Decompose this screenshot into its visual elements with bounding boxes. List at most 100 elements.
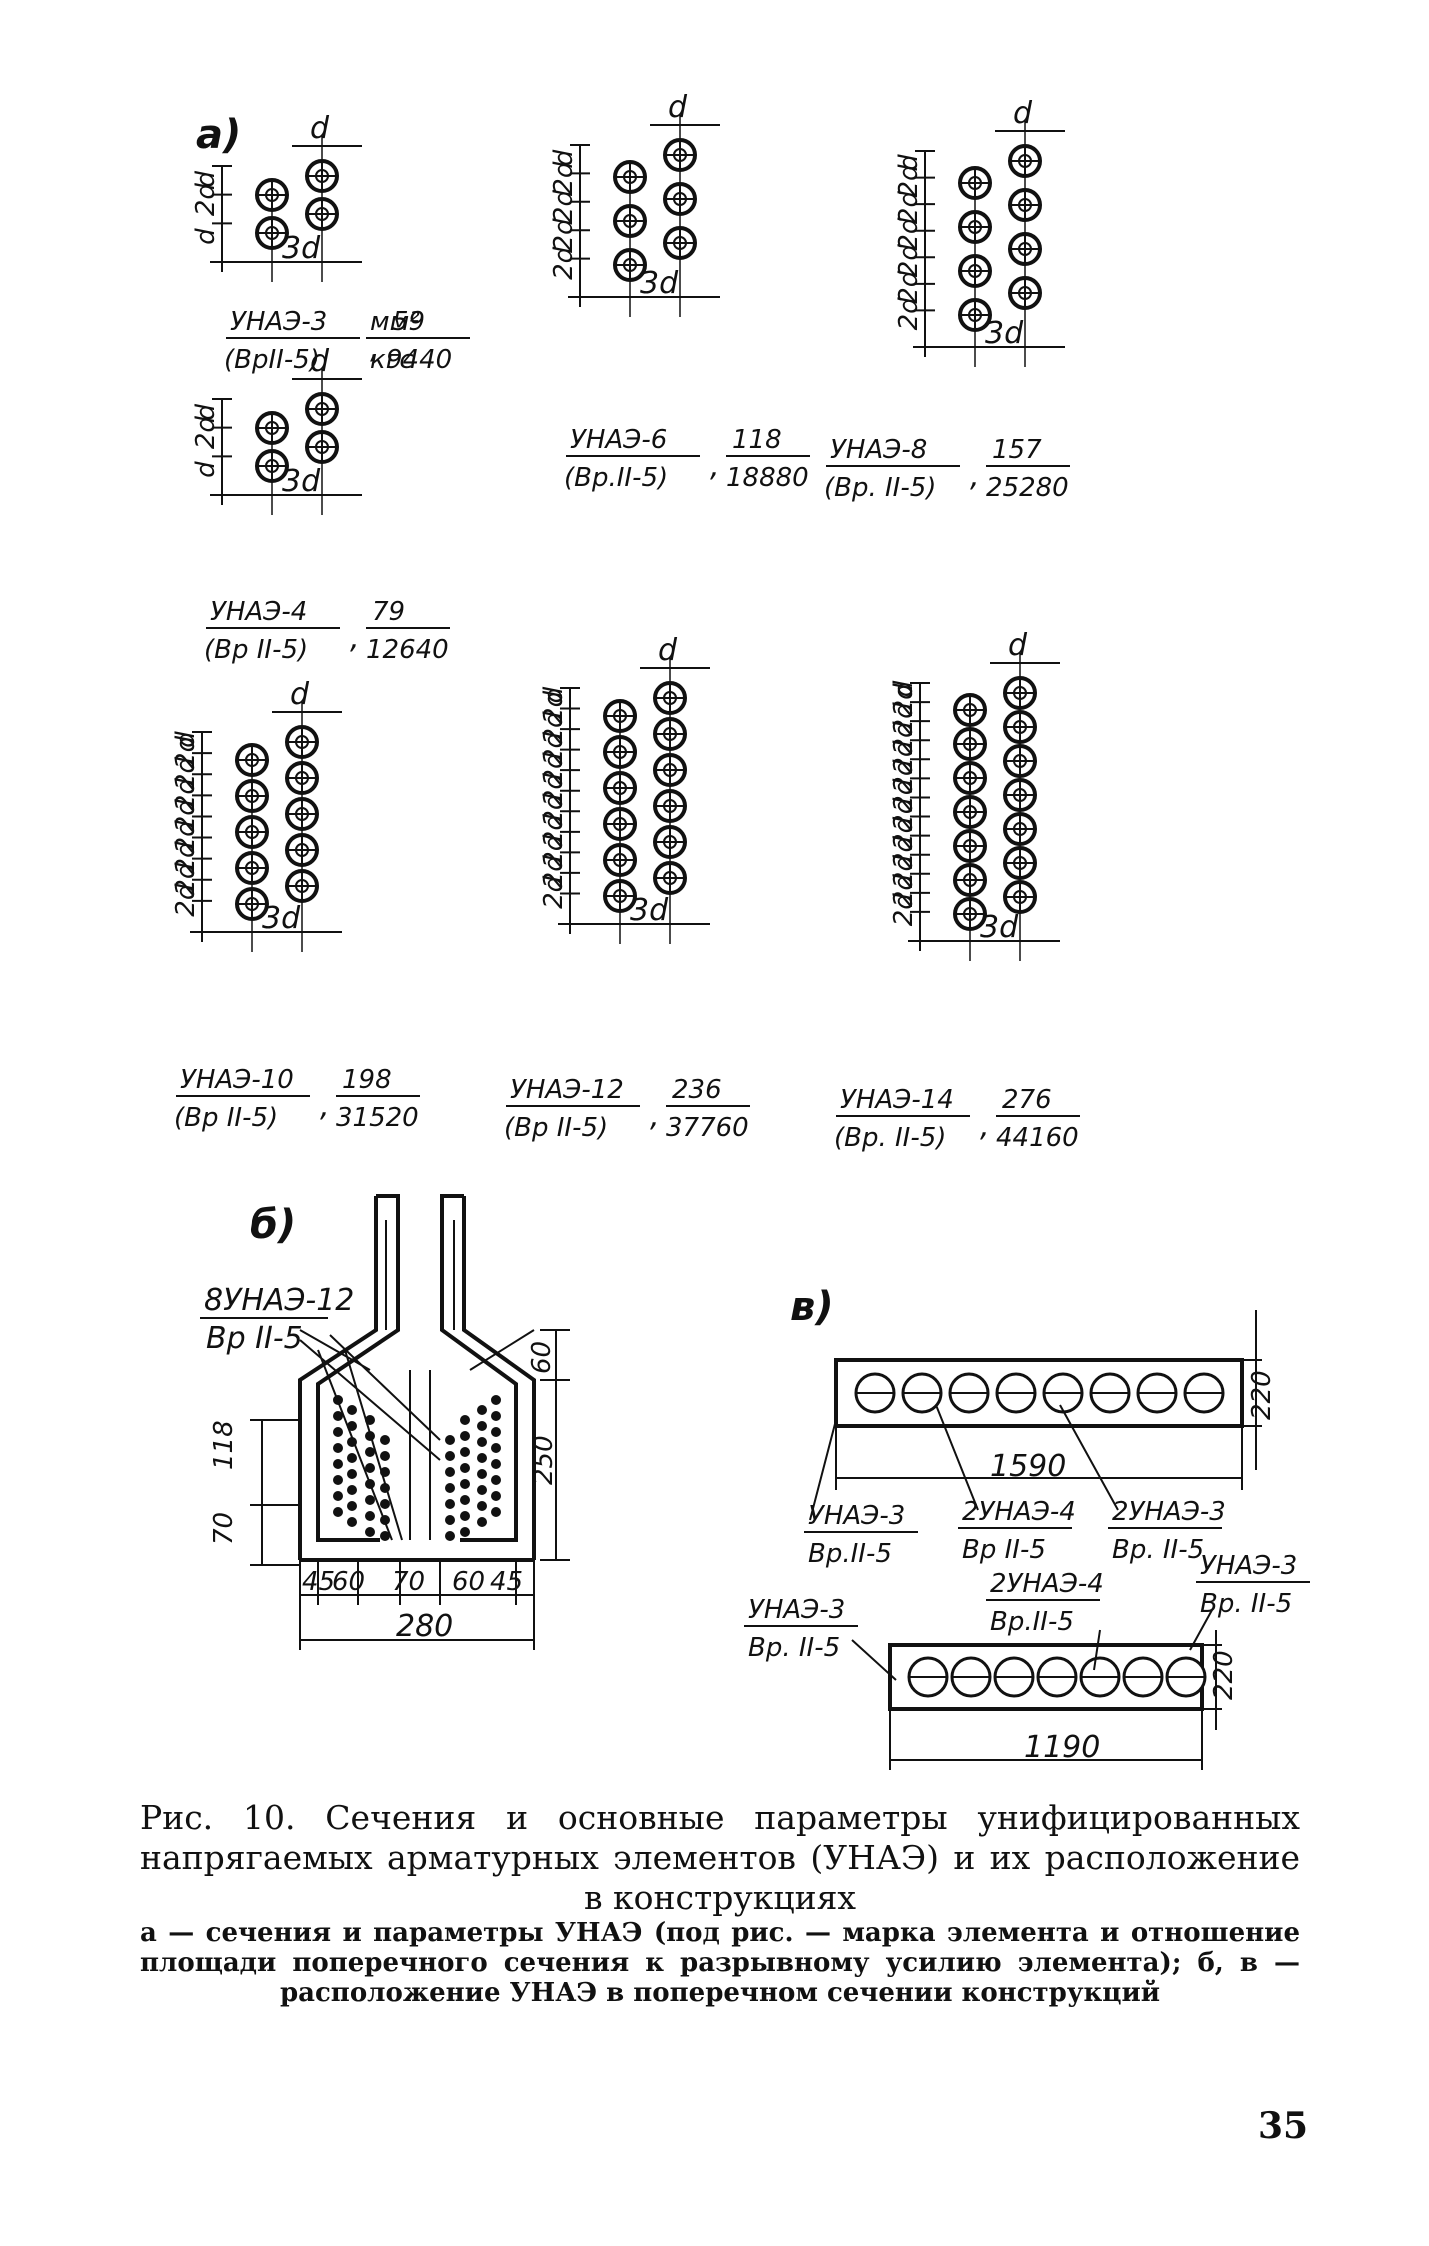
strand-dot	[380, 1467, 390, 1477]
void-hole	[1122, 1656, 1164, 1698]
panel-c-tag: в)	[790, 1284, 834, 1330]
units-area: мм²	[370, 307, 420, 337]
strand-dot	[491, 1491, 501, 1501]
page-number: 35	[1258, 2105, 1309, 2147]
dim-2d: 2d	[889, 702, 919, 736]
dim-2d: 2d	[889, 778, 919, 812]
dim-d: d	[1013, 96, 1033, 131]
dim-2d: 2d	[171, 778, 201, 812]
void-hole	[1089, 1372, 1131, 1414]
element-mark: УНАЭ-14	[840, 1085, 954, 1115]
strand-dot	[445, 1515, 455, 1525]
element-area: 59	[392, 307, 425, 337]
element-mark: УНАЭ-10	[180, 1065, 294, 1095]
strand-dot	[333, 1507, 343, 1517]
dim-45-right: 45	[490, 1567, 523, 1597]
dim-2d: 2d	[894, 244, 924, 278]
slab2-height: 220	[1209, 1650, 1239, 1700]
void-hole	[1079, 1656, 1121, 1698]
dim-2d: 2d	[171, 883, 201, 917]
dim-2d: 2d	[894, 191, 924, 225]
dim-2d: 2d	[889, 893, 919, 927]
element-mark: УНАЭ-6	[570, 425, 667, 455]
element-force: 9440	[386, 345, 452, 375]
slab-label-steel: Вр. II-5	[748, 1633, 840, 1663]
strand-dot	[460, 1495, 470, 1505]
dim-118: 118	[209, 1420, 239, 1470]
figure-10: а) d3dd2ddd3dd2ddd3dd2d2d2d2dd3dd2d2d2d2…	[171, 90, 1310, 1770]
void-hole	[854, 1372, 896, 1414]
dim-2d: 2d	[894, 297, 924, 331]
strand-dot	[445, 1451, 455, 1461]
void-hole	[901, 1372, 943, 1414]
dim-2d: 2d	[539, 834, 569, 868]
void-hole	[1183, 1372, 1225, 1414]
strand-dot	[333, 1411, 343, 1421]
strand-dot	[477, 1405, 487, 1415]
dim-d: d	[191, 461, 221, 478]
strand-dot	[365, 1415, 375, 1425]
strand-dot	[491, 1395, 501, 1405]
strand-dot	[445, 1435, 455, 1445]
dim-d: d	[310, 111, 330, 146]
strand-dot	[445, 1531, 455, 1541]
dim-2d: 2d	[889, 759, 919, 793]
beam-label-bottom: Вр II-5	[206, 1321, 303, 1356]
element-area: 157	[992, 435, 1042, 465]
strand-dot	[333, 1491, 343, 1501]
strand-dot	[460, 1527, 470, 1537]
strand-dot	[491, 1507, 501, 1517]
strand-dot	[333, 1475, 343, 1485]
strand-dot	[347, 1501, 357, 1511]
beam-label-top: 8УНАЭ-12	[204, 1283, 354, 1318]
void-hole	[907, 1656, 949, 1698]
dim-2d: 2d	[539, 752, 569, 786]
strand-dot	[380, 1483, 390, 1493]
dim-d: d	[310, 344, 330, 379]
strand-dot	[347, 1485, 357, 1495]
panel-b: б) 8УНАЭ-12 Вр II-5	[200, 1194, 570, 1650]
strand-dot	[333, 1443, 343, 1453]
dim-2d: 2d	[889, 797, 919, 831]
element-area: 276	[1002, 1085, 1052, 1115]
void-hole	[948, 1372, 990, 1414]
dim-2d: 2d	[539, 875, 569, 909]
element-steel: (Вр.II-5)	[564, 463, 668, 493]
strand-dot	[365, 1511, 375, 1521]
element-mark: УНАЭ-3	[230, 307, 327, 337]
strand-dot	[477, 1453, 487, 1463]
strand-dot	[347, 1517, 357, 1527]
element-mark: УНАЭ-12	[510, 1075, 624, 1105]
slab-label-steel: Вр.II-5	[808, 1539, 892, 1569]
dim-2d: 2d	[889, 835, 919, 869]
dim-2d: 2d	[894, 270, 924, 304]
strand-dot	[365, 1495, 375, 1505]
dim-2d: 2d	[889, 855, 919, 889]
dim-2d: 2d	[171, 735, 201, 769]
dim-2d: 2d	[171, 799, 201, 833]
slab-label-mark: 2УНАЭ-4	[962, 1497, 1076, 1527]
element-area: 118	[732, 425, 782, 455]
dim-d: d	[889, 680, 919, 697]
figure-note: а — сечения и параметры УНАЭ (под рис. —…	[140, 1918, 1300, 2008]
dim-2d: 2d	[549, 218, 579, 252]
dim-2d: 2d	[549, 161, 579, 195]
separator-comma: ,	[970, 459, 980, 494]
dim-2d: 2d	[191, 416, 221, 450]
dim-2d: 2d	[539, 855, 569, 889]
slab2-width: 1190	[1024, 1730, 1100, 1765]
dim-3d: 3d	[985, 316, 1024, 351]
units-force: кгс	[370, 345, 414, 375]
slab1-height: 220	[1247, 1370, 1277, 1420]
panel-a: а) d3dd2ddd3dd2ddd3dd2d2d2d2dd3dd2d2d2d2…	[171, 90, 1080, 1153]
dim-2d: 2d	[549, 190, 579, 224]
void-hole	[993, 1656, 1035, 1698]
dim-d: d	[290, 677, 310, 712]
slab-label-steel: Вр.II-5	[990, 1607, 1074, 1637]
element-steel: (Вр II-5)	[504, 1113, 608, 1143]
strand-dot	[333, 1427, 343, 1437]
element-force: 37760	[666, 1113, 749, 1143]
